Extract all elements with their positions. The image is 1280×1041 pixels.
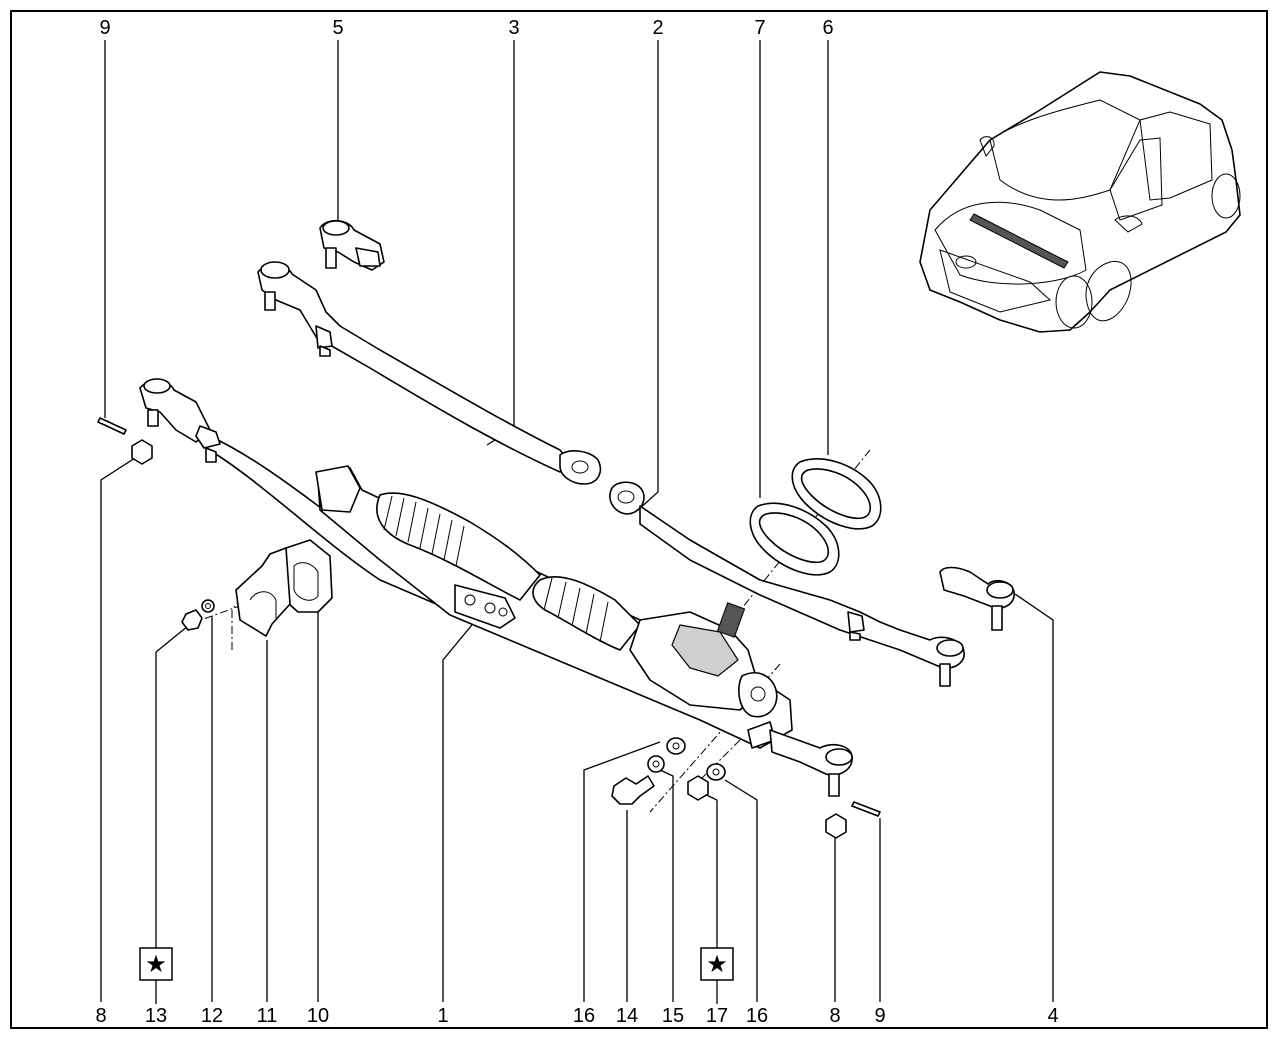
label-bottom-12: 12: [201, 1005, 223, 1027]
label-bottom-10: 10: [307, 1005, 329, 1027]
tie-rod-2: [609, 481, 965, 687]
nut-17: [687, 775, 709, 801]
tie-rod-end-4: [939, 566, 1015, 631]
label-bottom-17: 17: [706, 1005, 728, 1027]
seal-6: [791, 458, 882, 530]
label-top-9: 9: [99, 17, 110, 39]
label-bottom-11: 11: [257, 1005, 278, 1027]
nut-13: [181, 609, 203, 631]
star-marker-right: ★: [700, 947, 734, 981]
label-bottom-16-right: 16: [746, 1005, 768, 1027]
bolt-14: [611, 775, 655, 805]
tie-rod-end-5: [319, 219, 385, 271]
label-bottom-15: 15: [662, 1005, 684, 1027]
label-bottom-9-right: 9: [874, 1005, 885, 1027]
cotter-pin-9-left: [97, 417, 127, 435]
nut-8-left: [131, 439, 153, 465]
nut-8-right: [825, 813, 847, 839]
label-bottom-16-left: 16: [573, 1005, 595, 1027]
tie-rod-3: [257, 261, 602, 485]
star-marker-left: ★: [139, 947, 173, 981]
label-bottom-8-right: 8: [829, 1005, 840, 1027]
washer-16-right: [706, 763, 726, 781]
svg-text:★: ★: [706, 951, 728, 978]
label-top-2: 2: [652, 17, 663, 39]
label-top-6: 6: [822, 17, 833, 39]
svg-text:★: ★: [145, 951, 167, 978]
washer-16-left: [666, 737, 686, 755]
label-bottom-1: 1: [437, 1005, 448, 1027]
label-bottom-14: 14: [616, 1005, 638, 1027]
bracket-11: [235, 547, 291, 637]
label-top-5: 5: [332, 17, 343, 39]
steering-rack-assembly: [139, 378, 853, 797]
label-bottom-13: 13: [145, 1005, 167, 1027]
label-bottom-8-left: 8: [95, 1005, 106, 1027]
cotter-pin-9-right: [851, 801, 881, 817]
washer-15: [647, 755, 665, 773]
washer-12: [201, 599, 215, 613]
label-top-3: 3: [508, 17, 519, 39]
vehicle-locator-image: [919, 71, 1241, 333]
diagram-frame: [10, 10, 1268, 1029]
seal-7: [749, 502, 840, 576]
label-bottom-4: 4: [1047, 1005, 1058, 1027]
leader-lines: [100, 40, 1054, 1004]
label-top-7: 7: [754, 17, 765, 39]
